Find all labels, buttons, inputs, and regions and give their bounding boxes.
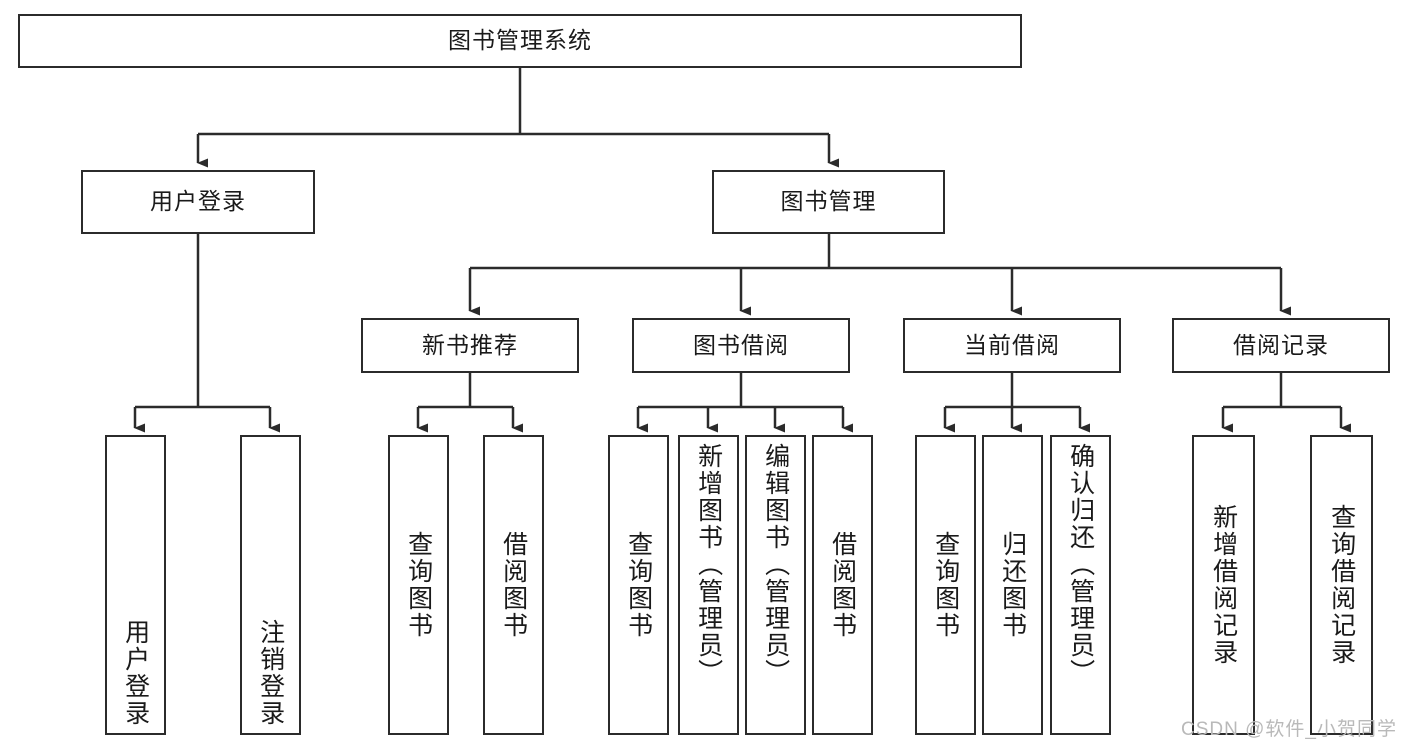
node-leaf-return-book[interactable]: 归还图书 bbox=[982, 435, 1043, 735]
node-book-management[interactable]: 图书管理 bbox=[712, 170, 945, 234]
node-leaf-borrow-book-1[interactable]: 借阅图书 bbox=[483, 435, 544, 735]
node-leaf-confirm-return-admin[interactable]: 确认归还（管理员） bbox=[1050, 435, 1111, 735]
node-leaf-query-book-3[interactable]: 查询图书 bbox=[915, 435, 976, 735]
node-leaf-edit-book-admin[interactable]: 编辑图书（管理员） bbox=[745, 435, 806, 735]
node-borrow-records[interactable]: 借阅记录 bbox=[1172, 318, 1390, 373]
node-new-book-recommend[interactable]: 新书推荐 bbox=[361, 318, 579, 373]
node-leaf-add-book-admin[interactable]: 新增图书（管理员） bbox=[678, 435, 739, 735]
node-root[interactable]: 图书管理系统 bbox=[18, 14, 1022, 68]
node-current-borrow[interactable]: 当前借阅 bbox=[903, 318, 1121, 373]
node-leaf-borrow-book-2[interactable]: 借阅图书 bbox=[812, 435, 873, 735]
node-leaf-add-borrow-record[interactable]: 新增借阅记录 bbox=[1192, 435, 1255, 735]
node-user-login[interactable]: 用户登录 bbox=[81, 170, 315, 234]
node-leaf-query-book-2[interactable]: 查询图书 bbox=[608, 435, 669, 735]
node-leaf-query-borrow-record[interactable]: 查询借阅记录 bbox=[1310, 435, 1373, 735]
node-leaf-query-book-1[interactable]: 查询图书 bbox=[388, 435, 449, 735]
node-leaf-logout[interactable]: 注销登录 bbox=[240, 435, 301, 735]
node-book-borrow[interactable]: 图书借阅 bbox=[632, 318, 850, 373]
node-leaf-user-login[interactable]: 用户登录 bbox=[105, 435, 166, 735]
